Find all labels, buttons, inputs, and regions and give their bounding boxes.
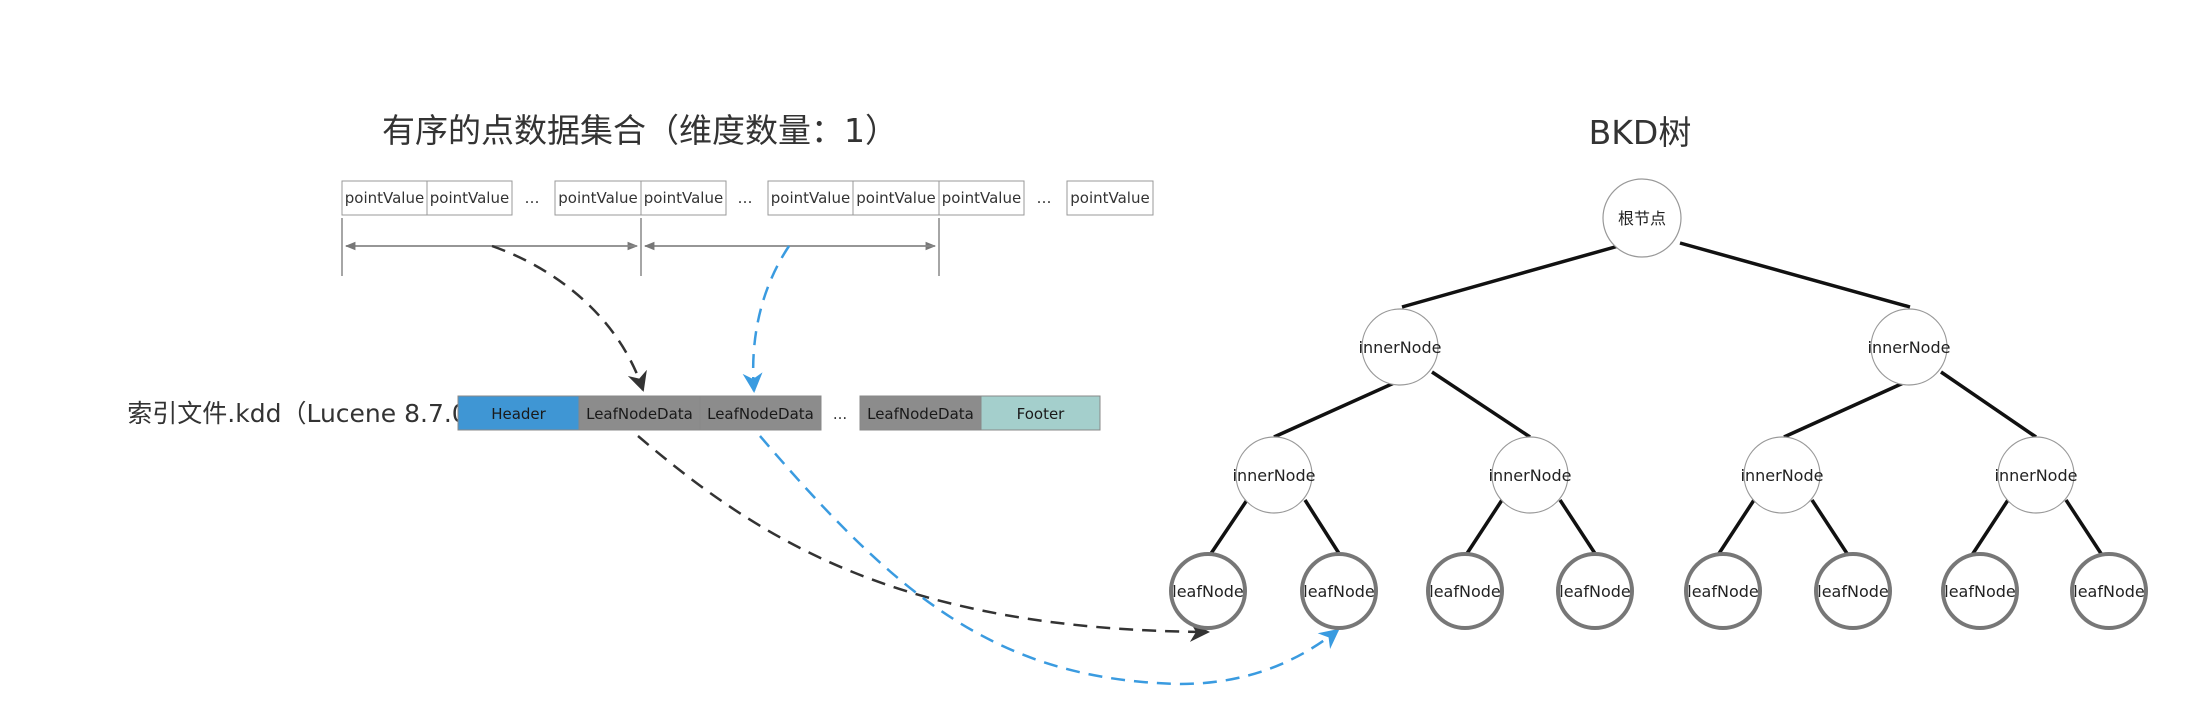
kdd-leafdata-label: LeafNodeData <box>707 405 814 423</box>
tree-edge <box>1431 370 1531 439</box>
inner-node <box>1361 308 1439 386</box>
leaf-node-label: leafNode <box>1172 582 1243 601</box>
leaf-node <box>1814 552 1892 630</box>
root-node <box>1602 178 1682 258</box>
point-values-row: pointValue pointValue … pointValue point… <box>341 180 1154 216</box>
kdd-leafdata-segment <box>859 395 982 431</box>
kdd-leafdata-label: LeafNodeData <box>867 405 974 423</box>
inner-node-label: innerNode <box>1741 466 1824 485</box>
kdd-footer-segment <box>980 395 1101 431</box>
inner-node-label: innerNode <box>1489 466 1572 485</box>
leaf-node-label: leafNode <box>1303 582 1374 601</box>
inner-node <box>1235 436 1313 514</box>
leaf-node-label: leafNode <box>1944 582 2015 601</box>
tree-edge <box>1208 499 1249 556</box>
point-value-cell <box>426 180 513 216</box>
point-ellipsis: … <box>525 189 540 207</box>
tree-edge <box>1464 499 1504 556</box>
kdd-file-label: 索引文件.kdd（Lucene 8.7.0） <box>127 399 492 428</box>
range-to-leafdata-arrow <box>742 245 791 393</box>
point-value-cell <box>341 180 428 216</box>
point-value-cell <box>1066 180 1154 216</box>
leaf-node-label: leafNode <box>1559 582 1630 601</box>
inner-node-label: innerNode <box>1995 466 2078 485</box>
point-value-cell <box>640 180 727 216</box>
leaf-node <box>1684 552 1762 630</box>
inner-node <box>1870 308 1948 386</box>
point-value-label: pointValue <box>1070 189 1149 207</box>
leaf-node <box>1300 552 1378 630</box>
kdd-ellipsis: ... <box>833 405 847 423</box>
tree-edge <box>2064 499 2104 556</box>
kdd-header-label: Header <box>491 405 546 423</box>
inner-node-label: innerNode <box>1868 338 1951 357</box>
point-value-cell <box>938 180 1025 216</box>
kdd-leafdata-label: LeafNodeData <box>586 405 693 423</box>
leaf-node <box>2070 552 2148 630</box>
sorted-points-title: 有序的点数据集合（维度数量：1） <box>382 111 898 150</box>
point-value-cell <box>852 180 940 216</box>
point-value-label: pointValue <box>942 189 1021 207</box>
inner-node <box>1491 436 1569 514</box>
leaf-node-label: leafNode <box>2073 582 2144 601</box>
leaf-node <box>1941 552 2019 630</box>
kdd-footer-label: Footer <box>1017 405 1066 423</box>
inner-node <box>1743 436 1821 514</box>
leaf-node-label: leafNode <box>1817 582 1888 601</box>
root-node-label: 根节点 <box>1618 209 1666 228</box>
leaf-node-label: leafNode <box>1429 582 1500 601</box>
point-ellipsis: … <box>1037 189 1052 207</box>
point-value-cell <box>554 180 642 216</box>
point-ellipsis: … <box>738 189 753 207</box>
tree-edge <box>1970 499 2010 556</box>
point-value-cell <box>767 180 854 216</box>
tree-edge <box>1940 370 2037 439</box>
bkd-tree-edges <box>1208 241 2104 556</box>
point-value-label: pointValue <box>644 189 723 207</box>
leaf-node <box>1556 552 1634 630</box>
range-brackets <box>341 218 940 276</box>
leaf-node <box>1169 552 1247 630</box>
leaf-node <box>1426 552 1504 630</box>
kdd-leafdata-segment <box>699 395 822 431</box>
tree-edge <box>1303 499 1342 556</box>
inner-node <box>1997 436 2075 514</box>
leaf-nodes: leafNode leafNode leafNode leafNode leaf… <box>1169 552 2148 630</box>
point-value-label: pointValue <box>430 189 509 207</box>
leafdata-to-leaf-arrow <box>637 435 1210 642</box>
tree-edge <box>1679 241 1911 309</box>
leafdata-to-leaf-arrow <box>759 435 1340 686</box>
point-value-label: pointValue <box>771 189 850 207</box>
range-to-leafdata-arrow <box>491 244 647 392</box>
point-value-label: pointValue <box>558 189 637 207</box>
leaf-node-label: leafNode <box>1687 582 1758 601</box>
bkd-tree-title: BKD树 <box>1589 113 1692 152</box>
tree-edge <box>1810 499 1850 556</box>
kdd-file-segments: Header LeafNodeData LeafNodeData ... Lea… <box>457 395 1101 431</box>
tree-edge <box>1716 499 1756 556</box>
tree-edge <box>1401 243 1623 309</box>
kdd-header-segment <box>457 395 580 431</box>
tree-edge <box>1558 499 1598 556</box>
inner-node-label: innerNode <box>1233 466 1316 485</box>
point-value-label: pointValue <box>856 189 935 207</box>
inner-node-label: innerNode <box>1359 338 1442 357</box>
point-value-label: pointValue <box>345 189 424 207</box>
